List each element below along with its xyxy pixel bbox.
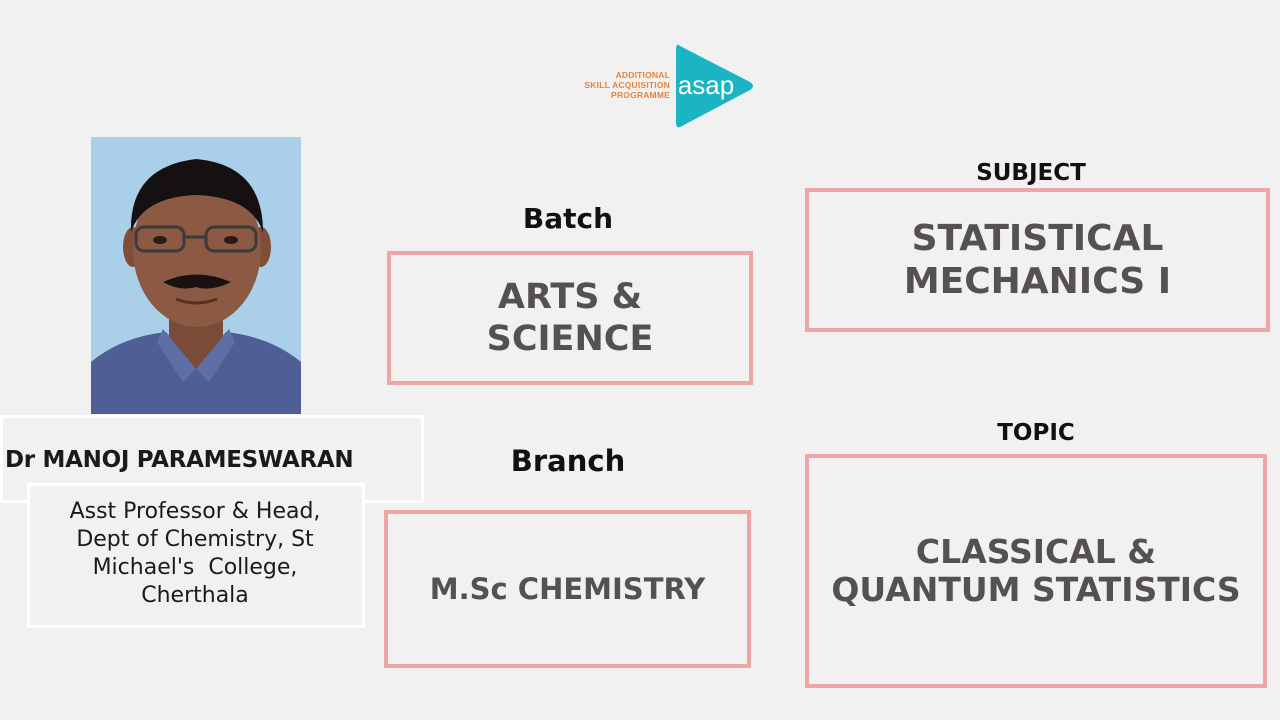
subject-value-box: STATISTICAL MECHANICS I <box>805 188 1270 332</box>
subject-heading: SUBJECT <box>976 160 1086 186</box>
batch-value-line: SCIENCE <box>486 319 654 359</box>
logo-wordmark: ADDITIONAL SKILL ACQUISITION PROGRAMME <box>560 70 670 100</box>
speaker-name: Dr MANOJ PARAMESWARAN <box>5 447 354 473</box>
designation-line: Michael's College, <box>92 555 298 580</box>
topic-value-line: QUANTUM STATISTICS <box>831 570 1241 609</box>
speaker-designation-frame <box>27 483 365 628</box>
subject-value-line: STATISTICAL <box>911 218 1164 259</box>
batch-value-line: ARTS & <box>497 277 643 317</box>
designation-line: Cherthala <box>141 583 249 608</box>
logo-mark-text: asap <box>678 70 734 100</box>
speaker-designation: Asst Professor & Head, Dept of Chemistry… <box>35 498 355 610</box>
logo-line-1: ADDITIONAL <box>615 70 670 80</box>
topic-value-box: CLASSICAL & QUANTUM STATISTICS <box>805 454 1267 688</box>
batch-heading: Batch <box>522 202 614 235</box>
asap-play-triangle-icon: asap <box>676 44 753 128</box>
branch-value-box: M.Sc CHEMISTRY <box>384 510 751 668</box>
designation-line: Asst Professor & Head, <box>69 499 321 524</box>
designation-line: Dept of Chemistry, St <box>76 527 314 552</box>
topic-heading: TOPIC <box>997 420 1075 446</box>
topic-value-line: CLASSICAL & <box>915 532 1157 571</box>
subject-value-line: MECHANICS I <box>903 261 1172 302</box>
speaker-photo <box>91 137 301 414</box>
batch-value-box: ARTS & SCIENCE <box>387 251 753 385</box>
logo-line-2: SKILL ACQUISITION <box>584 80 670 90</box>
logo-line-3: PROGRAMME <box>611 90 670 100</box>
branch-value: M.Sc CHEMISTRY <box>429 572 706 606</box>
branch-heading: Branch <box>510 444 626 478</box>
